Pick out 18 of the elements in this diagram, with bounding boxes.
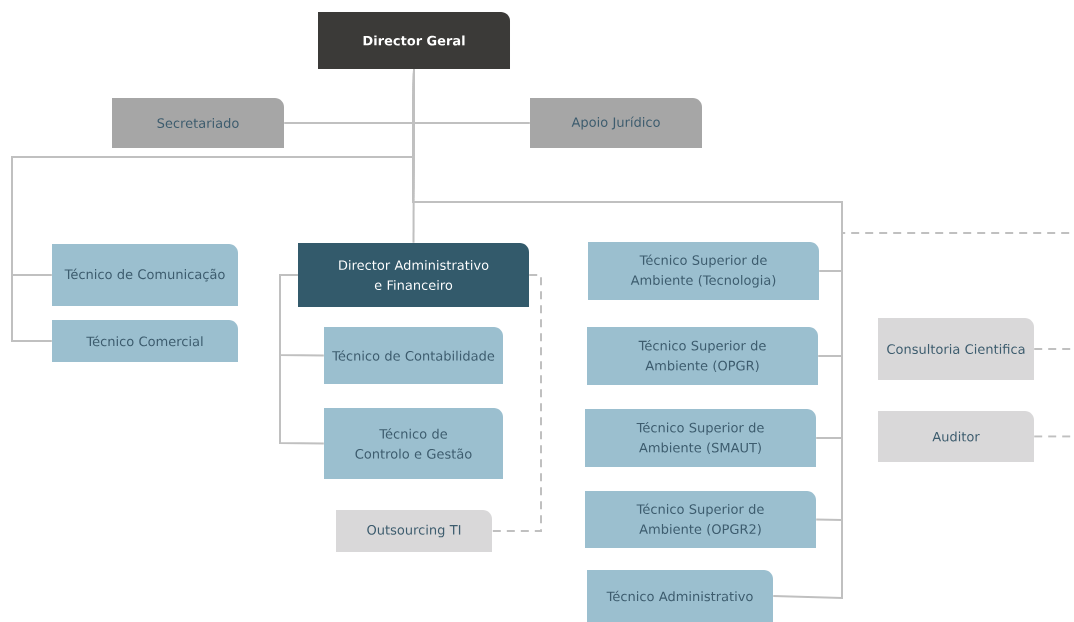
external-box: Auditor [878,411,1034,462]
position-box: Técnico Comercial [52,320,238,362]
position-box: Técnico Administrativo [587,570,773,622]
staff-box: Apoio Jurídico [530,98,702,148]
position-box: Técnico de Comunicação [52,244,238,306]
director-box: Director Administrativo e Financeiro [298,243,529,307]
connector-line [491,274,542,532]
external-box: Consultoria Cientifica [878,318,1034,380]
position-box: Técnico de Contabilidade [324,327,503,384]
position-box: Técnico Superior de Ambiente (OPGR) [587,327,818,385]
director-box: Director Geral [318,12,510,69]
position-box: Técnico de Controlo e Gestão [324,408,503,479]
position-box: Técnico Superior de Ambiente (OPGR2) [585,491,816,548]
external-box: Outsourcing TI [336,510,492,552]
position-box: Técnico Superior de Ambiente (SMAUT) [585,409,816,467]
connector-line [279,274,325,445]
staff-box: Secretariado [112,98,284,148]
position-box: Técnico Superior de Ambiente (Tecnologia) [588,242,819,300]
